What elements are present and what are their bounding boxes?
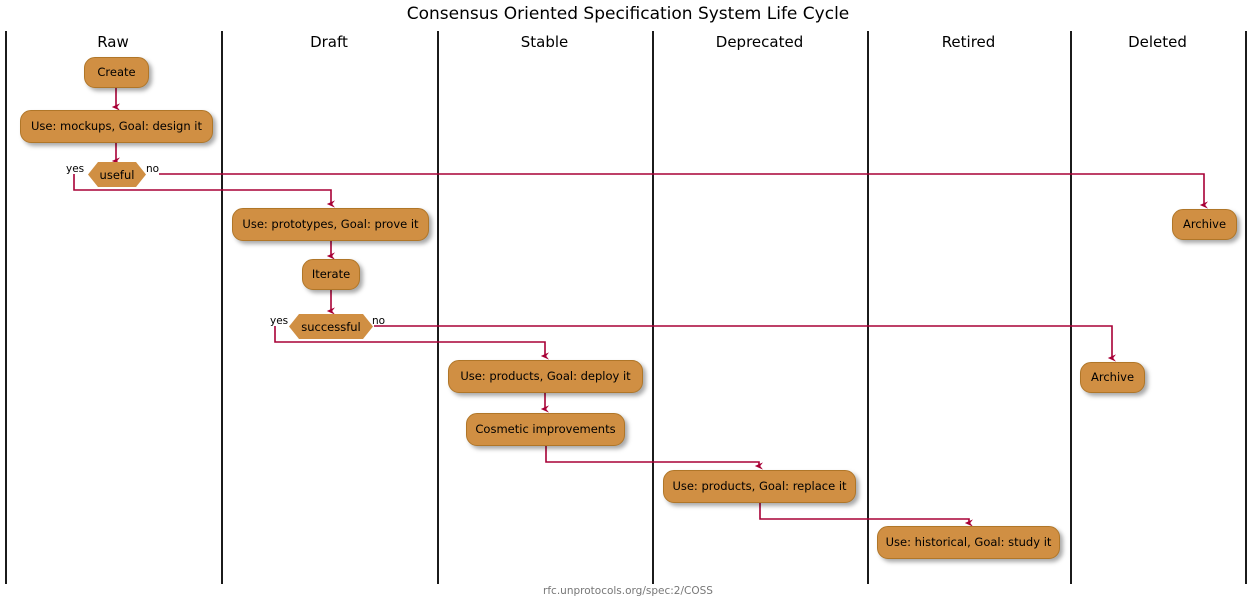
branch-label-successful-no: no	[372, 315, 386, 327]
branch-label-successful-yes: yes	[270, 315, 289, 327]
swimlane-title-draft: Draft	[310, 33, 348, 51]
lane-divider-2	[437, 31, 439, 584]
activity-node-create[interactable]: Create	[84, 57, 149, 88]
decision-node-useful[interactable]: useful	[88, 162, 146, 187]
lane-divider-0	[5, 31, 7, 584]
swimlane-title-deleted: Deleted	[1128, 33, 1187, 51]
activity-node-archive-deleted[interactable]: Archive	[1172, 209, 1237, 240]
flow-useful-no-to-archive-deleted	[159, 173, 1209, 209]
activity-node-use-mockups[interactable]: Use: mockups, Goal: design it	[20, 110, 213, 143]
activity-node-use-products-deploy[interactable]: Use: products, Goal: deploy it	[448, 360, 643, 393]
swimlane-title-deprecated: Deprecated	[715, 33, 804, 51]
branch-label-useful-no: no	[146, 163, 160, 175]
activity-node-cosmetic-improvements[interactable]: Cosmetic improvements	[466, 413, 625, 446]
activity-node-use-historical-study[interactable]: Use: historical, Goal: study it	[877, 526, 1060, 559]
branch-label-useful-yes: yes	[66, 163, 85, 175]
activity-node-archive-retired[interactable]: Archive	[1080, 362, 1145, 393]
lane-divider-4	[867, 31, 869, 584]
flow-successful-no-to-archive-retired	[374, 325, 1117, 362]
diagram-footer: rfc.unprotocols.org/spec:2/COSS	[543, 585, 713, 597]
flow-replace-to-study	[759, 503, 974, 527]
lane-divider-6	[1245, 31, 1247, 584]
lane-divider-5	[1070, 31, 1072, 584]
swimlane-title-retired: Retired	[941, 33, 996, 51]
diagram-title: Consensus Oriented Specification System …	[406, 4, 850, 24]
lane-divider-3	[652, 31, 654, 584]
decision-node-successful[interactable]: successful	[289, 314, 373, 339]
activity-node-use-products-replace[interactable]: Use: products, Goal: replace it	[663, 470, 856, 503]
lane-divider-1	[221, 31, 223, 584]
activity-node-iterate[interactable]: Iterate	[302, 259, 360, 290]
activity-node-use-prototypes[interactable]: Use: prototypes, Goal: prove it	[232, 208, 429, 241]
swimlane-title-raw: Raw	[97, 33, 129, 51]
swimlane-title-stable: Stable	[520, 33, 569, 51]
